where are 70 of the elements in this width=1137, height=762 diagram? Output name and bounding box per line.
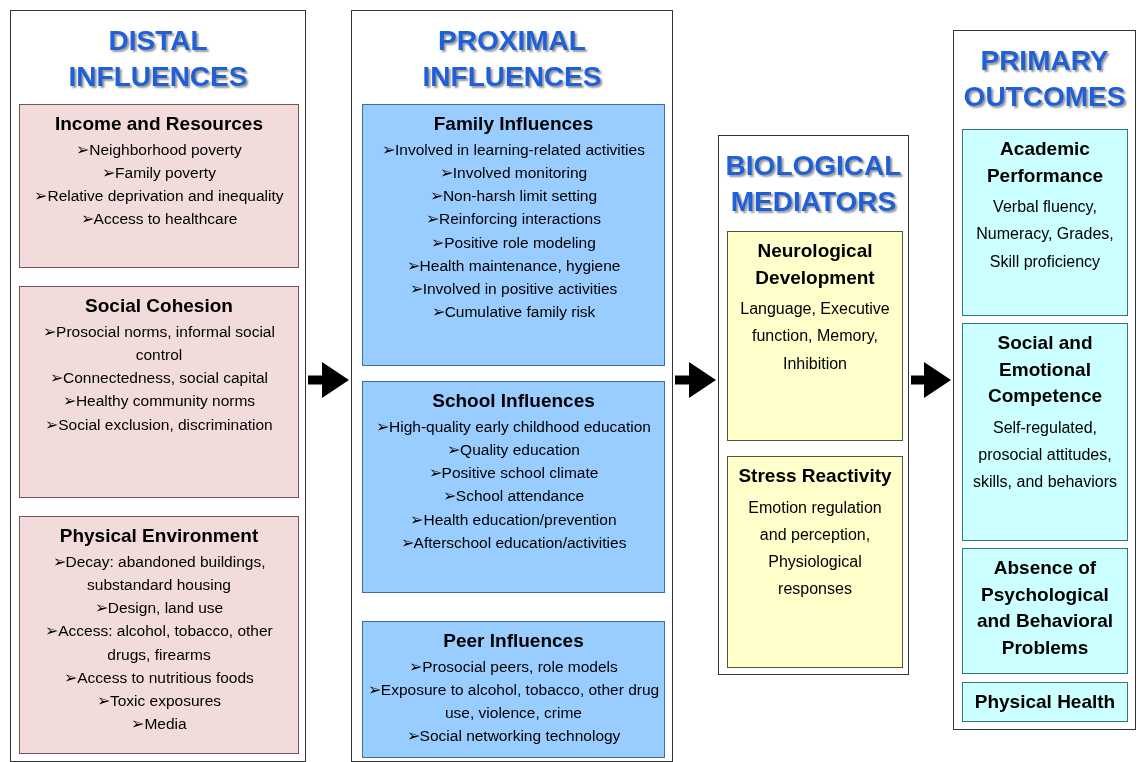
box-heading: Absence of Psychological and Behavioral Problems bbox=[975, 556, 1115, 660]
bullet-item: ➢Connectedness, social capital bbox=[48, 368, 270, 389]
column-panel bbox=[718, 135, 909, 675]
category-box bbox=[362, 621, 665, 758]
bullet-item: ➢Social networking technology bbox=[405, 726, 622, 747]
arrow bbox=[911, 362, 951, 398]
bullet-item: ➢Access to healthcare bbox=[79, 209, 239, 230]
category-box bbox=[19, 104, 299, 268]
box-heading: Academic Performance bbox=[985, 137, 1105, 188]
category-box bbox=[962, 548, 1128, 674]
bullet-item: ➢Healthy community norms bbox=[61, 391, 257, 412]
body-text: Emotion regulation and perception, Physiological responses bbox=[747, 497, 883, 600]
arrow bbox=[675, 362, 716, 398]
bullet-item: ➢Involved in learning-related activities bbox=[381, 139, 646, 160]
category-box bbox=[727, 456, 903, 668]
column-panel bbox=[953, 30, 1136, 730]
box-heading: Physical Environment bbox=[58, 524, 260, 548]
bullet-item: ➢Family poverty bbox=[101, 162, 217, 183]
bullet-item: ➢Access: alcohol, tobacco, other drugs, firearms bbox=[44, 621, 274, 665]
box-heading: Income and Resources bbox=[54, 112, 264, 136]
bullet-item: ➢High-quality early childhood education bbox=[375, 416, 652, 437]
bullet-item: ➢Afterschool education/activities bbox=[399, 532, 628, 553]
category-box bbox=[19, 516, 299, 754]
box-heading: Neurological Development bbox=[754, 239, 876, 290]
category-box bbox=[362, 381, 665, 593]
body-text: Language, Executive function, Memory, Inhibition bbox=[739, 299, 891, 374]
column-heading: PRIMARY OUTCOMES bbox=[962, 44, 1127, 115]
bullet-item: ➢Neighborhood poverty bbox=[75, 139, 243, 160]
bullet-item: ➢Quality education bbox=[446, 439, 581, 460]
category-box bbox=[362, 104, 665, 366]
box-heading: Physical Health bbox=[973, 690, 1117, 714]
bullet-item: ➢Relative deprivation and inequality bbox=[33, 186, 285, 207]
bullet-item: ➢Access to nutritious foods bbox=[63, 667, 255, 688]
bullet-item: ➢Positive role modeling bbox=[430, 232, 597, 253]
bullet-item: ➢Prosocial peers, role models bbox=[408, 656, 619, 677]
category-box bbox=[19, 286, 299, 498]
box-heading: Social and Emotional Competence bbox=[987, 331, 1103, 409]
bullet-item: ➢Exposure to alcohol, tobacco, other drug use, violence, crime bbox=[366, 679, 661, 724]
category-box bbox=[962, 323, 1128, 541]
box-heading: Family Influences bbox=[432, 112, 595, 136]
bullet-item: ➢Cumulative family risk bbox=[430, 302, 597, 323]
bullet-item: ➢Social exclusion, discrimination bbox=[44, 414, 274, 435]
column-panel bbox=[351, 10, 673, 762]
bullet-item: ➢Prosocial norms, informal social control bbox=[42, 321, 276, 365]
bullet-item: ➢Positive school climate bbox=[427, 463, 600, 484]
box-heading: Peer Influences bbox=[442, 629, 585, 653]
bullet-item: ➢Decay: abandoned buildings, substandard housing bbox=[51, 551, 267, 595]
bullet-item: ➢Involved in positive activities bbox=[408, 279, 619, 300]
bullet-item: ➢Involved monitoring bbox=[438, 162, 589, 183]
bullet-item: ➢Health maintenance, hygiene bbox=[405, 255, 622, 276]
arrow bbox=[308, 362, 349, 398]
box-heading: Stress Reactivity bbox=[737, 464, 893, 488]
category-box bbox=[962, 129, 1128, 316]
category-box bbox=[962, 682, 1128, 722]
category-box bbox=[727, 231, 903, 441]
column-heading: DISTAL INFLUENCES bbox=[67, 24, 249, 95]
body-text: Verbal fluency, Numeracy, Grades, Skill proficiency bbox=[975, 197, 1115, 272]
column-panel bbox=[10, 10, 306, 762]
body-text: Self-regulated, prosocial attitudes, skills, and behaviors bbox=[971, 417, 1119, 493]
bullet-item: ➢Non-harsh limit setting bbox=[428, 186, 599, 207]
box-heading: School Influences bbox=[431, 389, 596, 413]
column-heading: PROXIMAL INFLUENCES bbox=[421, 24, 603, 95]
bullet-item: ➢Media bbox=[130, 714, 188, 735]
bullet-item: ➢Toxic exposures bbox=[95, 691, 223, 712]
bullet-item: ➢Design, land use bbox=[93, 598, 225, 619]
column-heading: BIOLOGICAL MEDIATORS bbox=[724, 149, 903, 220]
bullet-item: ➢Health education/prevention bbox=[409, 509, 618, 530]
bullet-item: ➢School attendance bbox=[441, 486, 586, 507]
bullet-item: ➢Reinforcing interactions bbox=[425, 209, 602, 230]
box-heading: Social Cohesion bbox=[84, 294, 234, 318]
